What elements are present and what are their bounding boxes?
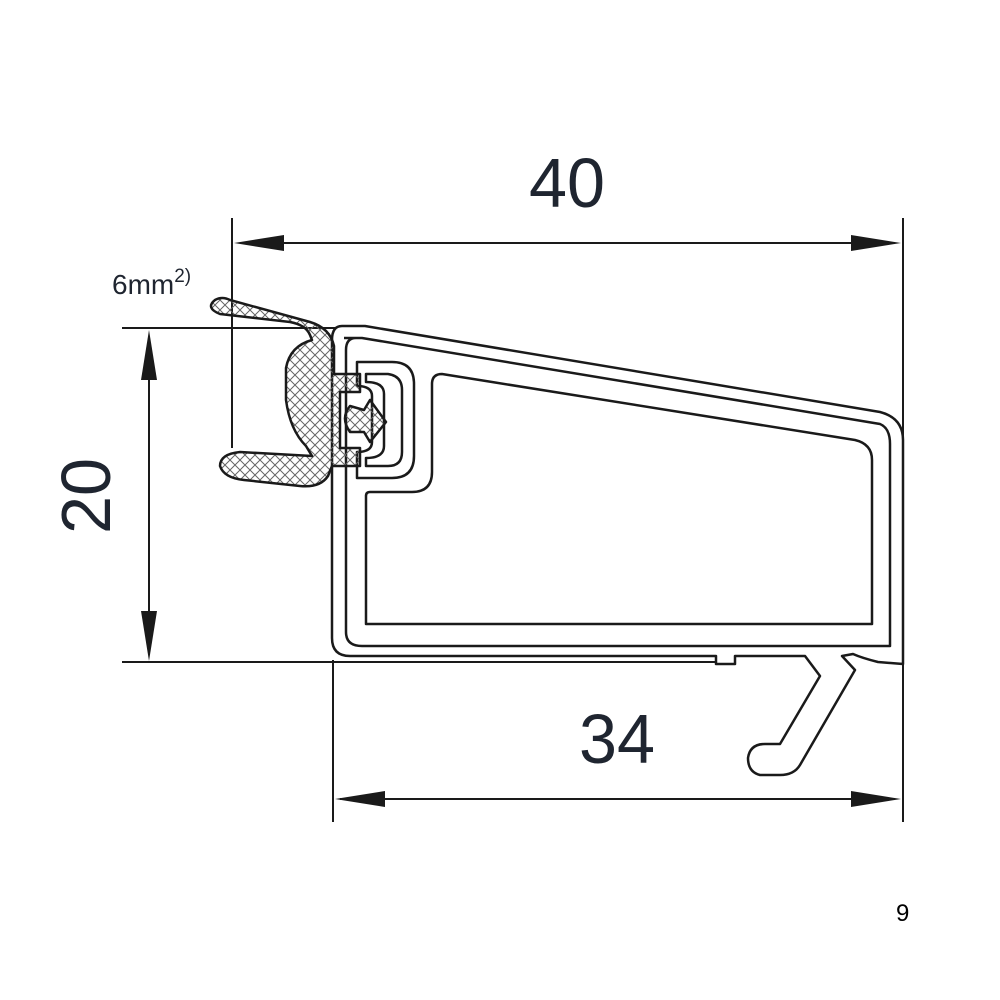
arrowhead-34-left xyxy=(335,791,385,807)
profile-top-wall-inner xyxy=(344,336,892,648)
gasket-footnote-mark: 2) xyxy=(174,266,191,287)
extension-lines xyxy=(122,218,904,822)
arrowhead-34-right xyxy=(851,791,901,807)
dimension-label-20: 20 xyxy=(47,458,125,534)
dimension-lines xyxy=(141,235,901,807)
arrowhead-20-top xyxy=(141,330,157,380)
dimension-label-40: 40 xyxy=(529,144,605,222)
gasket-size-label: 6mm2) xyxy=(112,266,191,300)
page-number: 9 xyxy=(896,900,910,927)
profile-inner-chamber xyxy=(364,372,874,626)
gasket-body xyxy=(209,296,362,488)
arrowhead-40-left xyxy=(234,235,284,251)
aluminium-profile xyxy=(330,324,905,777)
arrowhead-20-bottom xyxy=(141,611,157,661)
arrowhead-40-right xyxy=(851,235,901,251)
gasket xyxy=(209,296,388,488)
gasket-anchor xyxy=(343,398,388,444)
gasket-size-value: 6mm xyxy=(112,269,174,300)
dimension-label-34: 34 xyxy=(579,700,655,778)
